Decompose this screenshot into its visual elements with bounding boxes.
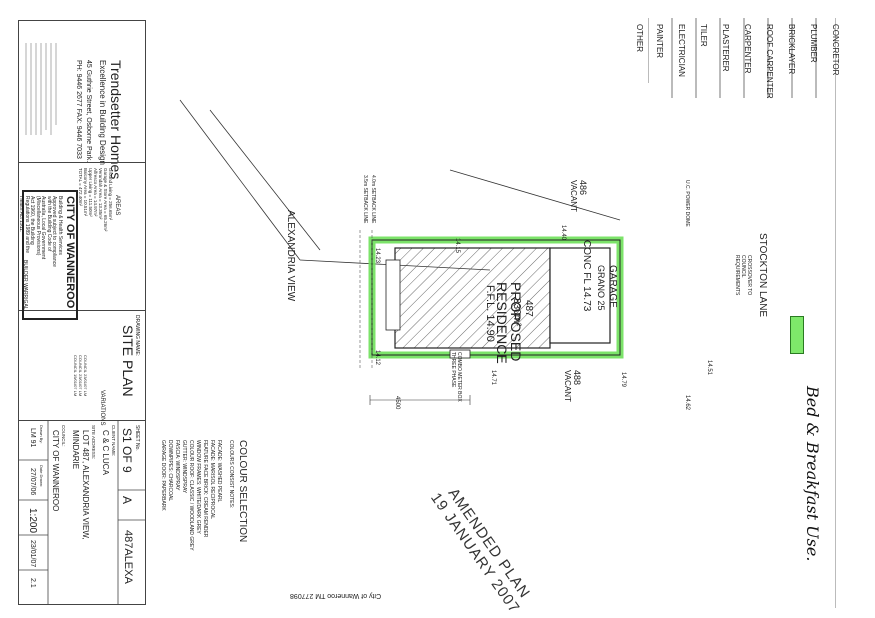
level-left-3: 14.23 — [374, 248, 380, 264]
street-boundary-line — [179, 99, 301, 261]
areas-heading: AREAS — [114, 195, 120, 216]
sheet-grid — [18, 419, 146, 605]
trades-sign-off-table — [648, 18, 836, 608]
meter-box-label: COMBO METER BOX THREE PHASE — [450, 352, 462, 402]
conc-fl-label: CONC FL 14.73 — [581, 240, 592, 312]
trade-label-bricklayer: BRICKLAYER — [787, 24, 796, 75]
residence-label: RESIDENCE — [494, 282, 510, 364]
company-phone: PH: 9446 2677 FAX: 9446 7033 — [75, 60, 82, 159]
title-block-divider — [18, 420, 146, 421]
area-line: Balcony Area = 10.51m² — [83, 168, 88, 217]
area-line: TOTAL = 472.40m² — [78, 168, 83, 207]
colour-line: GUTTER: WINDSPRAY — [181, 440, 187, 494]
highlight-marker — [790, 316, 804, 354]
approval-stamp — [22, 190, 78, 320]
level-left-4: 14.12 — [374, 350, 380, 366]
colour-line: COLOUR ROOF: CLASSIC / WOODLAND GREY — [188, 440, 194, 551]
level-right-1: 14.51 — [706, 360, 712, 376]
level-left-2: 14.15 — [454, 238, 460, 254]
level-left-1: 14.40 — [560, 225, 566, 241]
colour-selection-heading: COLOUR SELECTION — [237, 440, 248, 543]
trade-label-painter: PAINTER — [655, 24, 664, 59]
colour-line: FASCIA: WINDSPRAY — [174, 440, 180, 491]
stamp-city: CITY OF WANNEROO — [64, 196, 76, 309]
colour-line: FACADE: MARISOL RECIPROCAL — [209, 440, 215, 519]
trade-label-roof-carpenter: ROOF CARPENTER — [765, 24, 774, 99]
area-line: Garage & Store Area = 65.26m² — [103, 168, 108, 232]
residence-footprint — [394, 247, 551, 349]
trade-label-carpenter: CARPENTER — [743, 24, 752, 74]
company-address: 45 Guthrie Street, Osborne Park. — [85, 60, 92, 163]
street-boundary-line — [209, 109, 321, 251]
colour-line: WINDOW FRAMES: WHITE/DARK GREY — [195, 440, 201, 534]
vacant-left-number: 486 — [578, 180, 588, 196]
garage-label: GARAGE — [607, 265, 618, 308]
variation-row: COUNCIL 23/01/07 LM — [83, 355, 88, 397]
stamp-builder-label: BUILDER — [22, 260, 28, 282]
title-block-divider — [18, 310, 146, 311]
colour-line: FACADE: WASHED PEARL — [216, 440, 222, 503]
setback-label-1: 4.0m SETBACK LINE — [370, 175, 376, 224]
street-bottom-label: ALEXANDRIA VIEW — [285, 210, 296, 302]
handwritten-note: Bed & Breakfast Use. — [803, 386, 822, 562]
area-line: Alfresco Area = 14.97m² — [93, 168, 98, 217]
street-top-label: STOCKTON LANE — [757, 233, 768, 318]
colour-selection-sub: COLOURS CONSIST NOTES: — [228, 440, 234, 509]
areas-list: Ground Living = 256.65m² Garage & Store … — [78, 168, 113, 231]
title-block — [18, 20, 146, 605]
variation-row: COUNCIL 23/01/07 LM — [78, 355, 83, 397]
trade-label-plasterer: PLASTERER — [721, 24, 730, 72]
ffl-label: F.F.L. 14.90 — [484, 285, 496, 342]
trade-label-tiler: TILER — [699, 24, 708, 47]
proposed-label: PROPOSED — [508, 282, 524, 362]
company-tagline: Excellence in Building Design — [98, 60, 107, 165]
legal-fine-print — [22, 40, 62, 140]
colour-selection-list: FACADE: WASHED PEARL FACADE: MARISOL REC… — [159, 440, 222, 551]
crossover-label: CROSSOVER TO COUNCIL REQUIREMENTS — [734, 255, 752, 296]
trade-label-plumber: PLUMBER — [809, 24, 818, 63]
level-right-3: 14.79 — [620, 372, 626, 388]
stamp-line: Health Act 1911. — [18, 196, 25, 233]
area-line: Upper Living = 111.50m² — [88, 168, 93, 217]
stamp-line: Building & Health Services — [57, 196, 63, 255]
level-right-4: 14.71 — [490, 370, 496, 386]
colour-line: FEATURE FACE BRICK: CREAM RENDER — [202, 440, 208, 538]
drawing-title: SITE PLAN — [120, 325, 136, 397]
area-line: Ground Living = 256.65m² — [108, 168, 113, 221]
alfresco — [385, 259, 401, 331]
setback-label-2: 3.5m SETBACK LINE — [362, 175, 368, 224]
trades-grid — [648, 18, 836, 608]
stamp-text: Building & Health Services Approved subj… — [18, 196, 64, 267]
variation-rows: COUNCIL 23/01/07 LM COUNCIL 23/01/07 LM … — [73, 355, 88, 396]
vacant-right-number: 488 — [572, 370, 582, 386]
level-right-2: 14.62 — [684, 395, 690, 411]
garage-footprint — [549, 247, 611, 344]
vacant-left-label: VACANT — [569, 180, 578, 212]
trade-label-electrician: ELECTRICIAN — [677, 24, 686, 77]
trade-label-other: OTHER — [635, 24, 644, 52]
footer-stamp: City of Wanneroo TM 277098 — [290, 592, 382, 599]
power-dome-label: U.C. POWER DOME — [684, 180, 690, 227]
garage-floor-label: GRANO 25 — [596, 265, 606, 311]
vacant-right-label: VACANT — [563, 370, 572, 402]
stamp-line: Regulations 1989 and the — [24, 196, 30, 253]
colour-line: DOWNPIPES: CHARCOAL — [167, 440, 173, 502]
stamp-builder: BUILDER WARRIGAL — [22, 260, 28, 310]
meter-box-icon — [449, 349, 471, 359]
title-block-divider — [18, 162, 146, 163]
site-plan-drawing — [179, 99, 624, 405]
dimension-4500: 4500 — [394, 396, 400, 410]
stamp-builder-value: WARRIGAL — [22, 283, 28, 310]
trade-label-concretor: CONCRETOR — [831, 24, 840, 76]
lot-number: 487 — [523, 300, 534, 317]
colour-line: GARAGE DOOR: PAPERBARK — [160, 440, 166, 511]
variation-row: COUNCIL 19/01/07 LM — [73, 355, 78, 397]
